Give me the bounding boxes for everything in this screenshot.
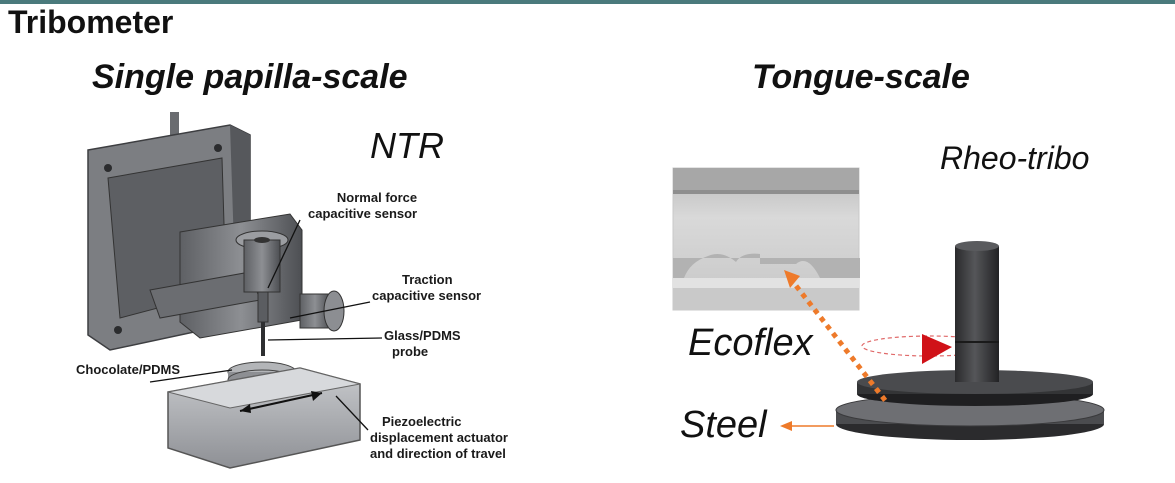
steel-label: Steel: [680, 404, 767, 446]
callout-line: probe: [392, 344, 429, 359]
leader-chocolate: [149, 369, 233, 383]
inset-bottom-strip: [673, 278, 859, 288]
travel-direction-arrow: [239, 392, 323, 412]
callout-line: Normal force: [336, 190, 418, 205]
slide-top-border: [0, 0, 1175, 4]
ecoflex-pointer-dotted: [788, 276, 890, 406]
inset-edge: [673, 190, 859, 194]
left-panel-heading: Single papilla-scale: [92, 58, 408, 96]
slide-title: Tribometer: [8, 4, 174, 40]
callout-traction: Traction capacitive sensor: [372, 272, 481, 304]
frame-screw: [214, 144, 222, 152]
callout-line: Piezoelectric: [382, 414, 462, 429]
steel-pointer-head: [780, 421, 792, 431]
probe-holder: [257, 291, 269, 323]
rheo-tribo-illustration: [672, 167, 1105, 440]
rheo-tribo-label: Rheo-tribo: [940, 140, 1090, 176]
callout-piezo-actuator: Piezoelectric displacement actuator and …: [370, 414, 508, 462]
ecoflex-label: Ecoflex: [688, 322, 813, 364]
callout-line: Glass/PDMS: [384, 328, 461, 343]
arrow-head-left: [240, 404, 251, 413]
actuator-top-face: [167, 367, 361, 409]
callout-line: Traction: [402, 272, 453, 287]
ecoflex-pointer-head: [784, 270, 800, 288]
normal-force-sensor-body: [243, 239, 281, 293]
leader-glass-probe: [267, 337, 383, 341]
leader-normal-force: [267, 219, 301, 289]
ntr-label: NTR: [370, 125, 444, 166]
rotation-direction-marker: [922, 334, 952, 364]
callout-line: displacement actuator: [370, 430, 508, 445]
glass-probe: [261, 322, 265, 356]
callout-normal-force: Normal force capacitive sensor: [308, 190, 417, 222]
leader-traction: [289, 301, 371, 319]
callout-line: and direction of travel: [370, 446, 506, 461]
callout-chocolate: Chocolate/PDMS: [76, 362, 181, 377]
frame-screw: [104, 164, 112, 172]
inset-top-band: [673, 168, 859, 190]
inset-base: [673, 288, 859, 310]
sensor-hole: [254, 237, 270, 243]
ntr-device-illustration: [87, 112, 383, 469]
papillae-profile: [673, 253, 860, 278]
callout-glass-probe: Glass/PDMS probe: [384, 328, 461, 360]
arrow-head-right: [311, 391, 322, 401]
right-panel-heading: Tongue-scale: [752, 58, 970, 96]
cable-connector: [170, 112, 179, 142]
leader-piezo: [335, 395, 369, 431]
frame-screw: [114, 326, 122, 334]
callout-line: capacitive sensor: [308, 206, 418, 221]
callout-line: capacitive sensor: [372, 288, 482, 303]
shaft-top: [955, 241, 999, 251]
rheometer-shaft: [955, 246, 999, 382]
